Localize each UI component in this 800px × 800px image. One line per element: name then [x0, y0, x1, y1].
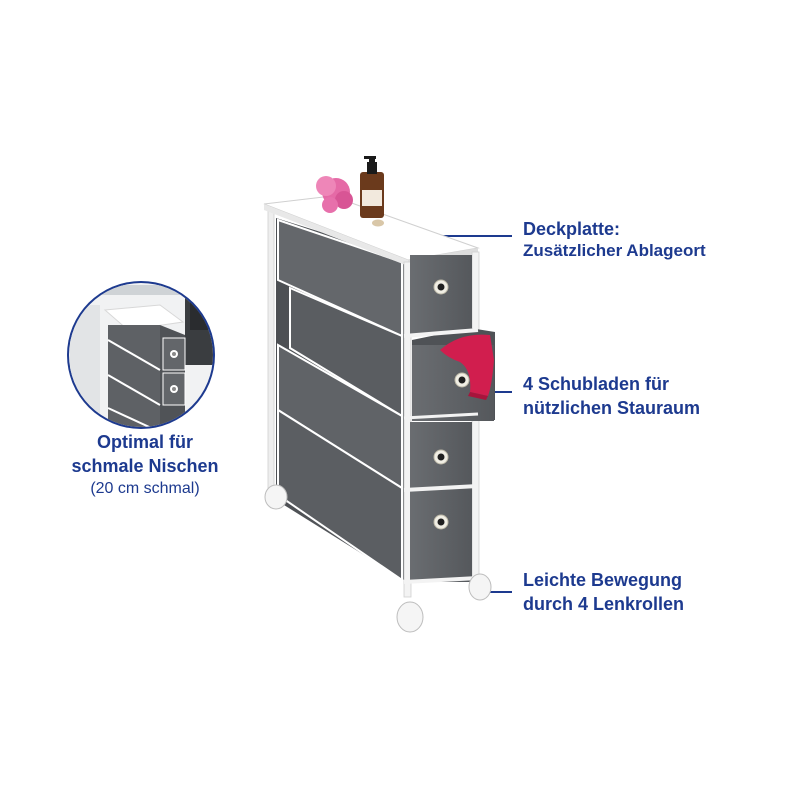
callout-top-board: Deckplatte: Zusätzlicher Ablageort	[523, 218, 706, 262]
callout-niche: Optimal für schmale Nischen (20 cm schma…	[50, 430, 240, 500]
callout-top-subtitle: Zusätzlicher Ablageort	[523, 241, 706, 260]
callout-casters: Leichte Bewegung durch 4 Lenkrollen	[523, 568, 684, 616]
casters	[264, 484, 492, 633]
side-drawer-panels	[277, 218, 403, 582]
callout-drawers-line2: nützlichen Stauraum	[523, 398, 701, 418]
callout-casters-line1: Leichte Bewegung	[523, 570, 683, 590]
drawer-3	[410, 422, 472, 494]
shell	[372, 219, 384, 227]
drawer-2-open	[412, 328, 495, 421]
callout-casters-line2: durch 4 Lenkrollen	[523, 594, 685, 614]
soap-dispenser	[360, 156, 384, 218]
callout-niche-note: (20 cm schmal)	[90, 480, 200, 497]
niche-inset-circle	[67, 281, 215, 429]
drawer-4	[410, 492, 472, 582]
callout-drawers: 4 Schubladen für nützlichen Stauraum	[523, 372, 700, 420]
callout-drawers-line1: 4 Schubladen für	[523, 374, 670, 394]
pink-bath-sponge	[316, 176, 353, 213]
callout-top-title: Deckplatte:	[523, 219, 621, 239]
towel	[440, 334, 494, 396]
drawer-1	[410, 255, 472, 335]
callout-niche-line2: schmale Nischen	[71, 456, 219, 476]
drawer-cart	[263, 156, 495, 633]
callout-niche-line1: Optimal für	[96, 432, 193, 452]
